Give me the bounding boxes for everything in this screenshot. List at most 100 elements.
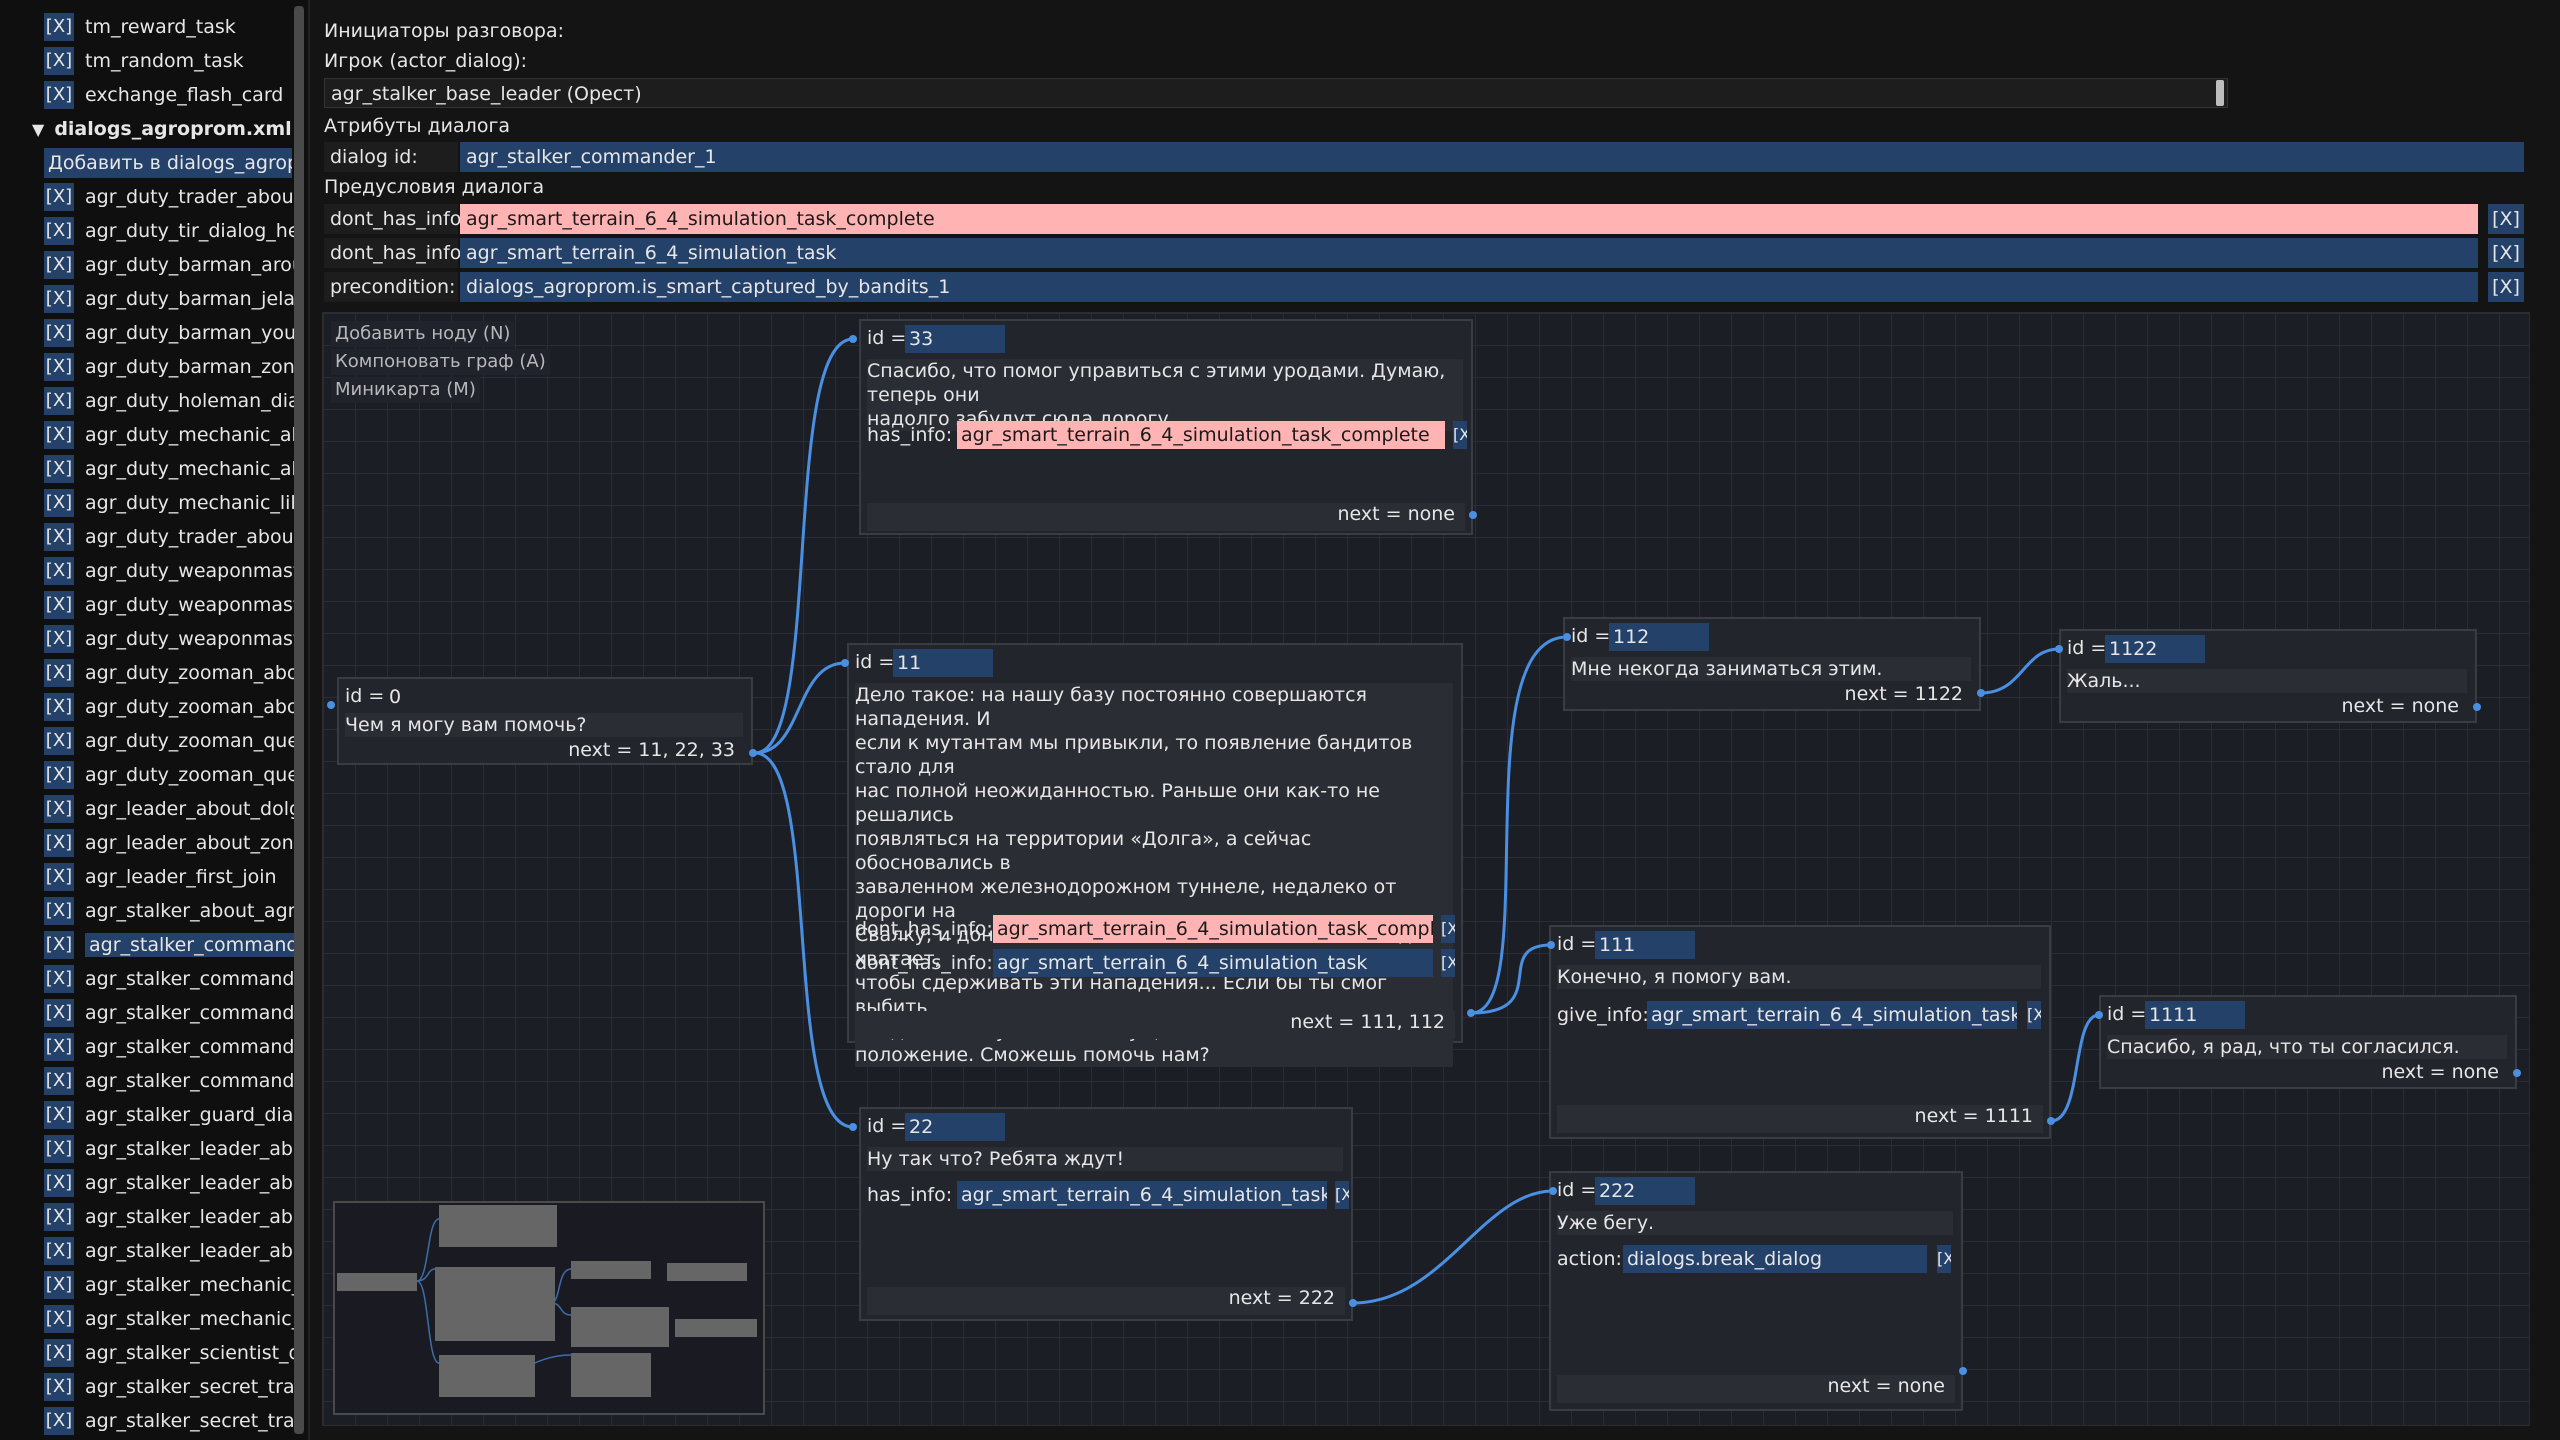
node-111-output-port[interactable] [2047,1117,2055,1125]
remove-item-button[interactable]: [X] [44,727,74,755]
node-222-input-port[interactable] [1549,1187,1557,1195]
tree-item[interactable]: [X]agr_duty_barman_around [44,250,294,280]
collapse-arrow-icon[interactable]: ▼ [32,119,45,139]
remove-item-button[interactable]: [X] [44,1033,74,1061]
tree-item[interactable]: [X]agr_duty_zooman_about [44,658,294,688]
remove-item-button[interactable]: [X] [44,47,74,75]
remove-item-button[interactable]: [X] [44,1271,74,1299]
tree-item[interactable]: [X]agr_duty_barman_zone [44,352,294,382]
remove-item-button[interactable]: [X] [44,183,74,211]
remove-item-button[interactable]: [X] [44,1305,74,1333]
node-id-input[interactable]: 1122 [2105,635,2205,663]
tree-item[interactable]: [X]agr_duty_trader_about_f [44,522,294,552]
node-id-input[interactable]: 111 [1595,931,1695,959]
remove-item-button[interactable]: [X] [44,557,74,585]
remove-item-button[interactable]: [X] [44,1237,74,1265]
tree-item[interactable]: [X]tm_reward_task [44,12,294,42]
node-id-input[interactable]: 11 [893,649,993,677]
remove-item-button[interactable]: [X] [44,693,74,721]
tree-item[interactable]: [X]agr_leader_about_dolg [44,794,294,824]
tree-item[interactable]: [X]agr_duty_zooman_quest [44,726,294,756]
node-id-input[interactable]: 1111 [2145,1001,2245,1029]
tree-item[interactable]: [X]agr_stalker_leader_abou [44,1134,294,1164]
tree-file-node[interactable]: ▼dialogs_agroprom.xml [32,114,294,144]
tree-item[interactable]: [X]agr_stalker_commander_ [44,998,294,1028]
tree-item[interactable]: [X]agr_duty_trader_about_cordon [44,182,294,212]
dialog-node-112[interactable]: id = 112 Мне некогда заниматься этим. ne… [1563,617,1981,711]
tree-item[interactable]: [X]agr_leader_first_join [44,862,294,892]
node-1111-input-port[interactable] [2095,1011,2103,1019]
node-text[interactable]: Спасибо, что помог управиться с этими ур… [867,359,1463,431]
node-id-input[interactable]: 33 [905,325,1005,353]
tree-item[interactable]: [X]agr_duty_zooman_quest [44,760,294,790]
tree-item[interactable]: [X]agr_stalker_guard_dialog [44,1100,294,1130]
dialog-node-111[interactable]: id = 111 Конечно, я помогу вам. give_inf… [1549,925,2051,1139]
tree-item[interactable]: [X]agr_stalker_mechanic_al [44,1270,294,1300]
remove-item-button[interactable]: [X] [44,931,74,959]
tree-item[interactable]: [X]agr_duty_weaponmaster [44,556,294,586]
remove-item-button[interactable]: [X] [44,421,74,449]
node-action-value[interactable]: agr_smart_terrain_6_4_simulation_task [1647,1001,2017,1029]
tree-item[interactable]: [X]agr_stalker_leader_abou [44,1168,294,1198]
condition-value-2[interactable]: agr_smart_terrain_6_4_simulation_task [460,238,2478,268]
remove-item-button[interactable]: [X] [44,353,74,381]
remove-item-button[interactable]: [X] [44,863,74,891]
node-22-input-port[interactable] [849,1123,857,1131]
remove-item-button[interactable]: [X] [44,591,74,619]
remove-item-button[interactable]: [X] [44,897,74,925]
node-condition-remove-button[interactable]: [X] [1335,1181,1349,1209]
node-condition-value[interactable]: agr_smart_terrain_6_4_simulation_task_co… [957,421,1445,449]
node-111-input-port[interactable] [1547,941,1555,949]
tree-item[interactable]: [X]agr_stalker_commander_ [44,964,294,994]
layout-graph-button[interactable]: Компоновать граф (A) [331,349,550,375]
tree-item[interactable]: [X]agr_stalker_secret_trade [44,1372,294,1402]
dialog-node-22[interactable]: id = 22 Ну так что? Ребята ждут! has_inf… [859,1107,1353,1321]
minimap-button[interactable]: Миникарта (M) [331,377,480,403]
remove-item-button[interactable]: [X] [44,319,74,347]
dialog-node-33[interactable]: id = 33 Спасибо, что помог управиться с … [859,319,1473,535]
remove-item-button[interactable]: [X] [44,1101,74,1129]
dialog-node-1122[interactable]: id = 1122 Жаль... next = none [2059,629,2477,723]
node-text[interactable]: Уже бегу. [1557,1211,1953,1235]
tree-item[interactable]: [X]agr_stalker_leader_abou [44,1202,294,1232]
remove-item-button[interactable]: [X] [44,1373,74,1401]
tree-item[interactable]: [X]agr_duty_barman_you [44,318,294,348]
node-condition-value[interactable]: agr_smart_terrain_6_4_simulation_task [957,1181,1327,1209]
tree-item[interactable]: [X]agr_duty_weaponmaster [44,624,294,654]
node-action-value[interactable]: dialogs.break_dialog [1623,1245,1927,1273]
remove-item-button[interactable]: [X] [44,13,74,41]
node-112-output-port[interactable] [1977,689,1985,697]
condition-value-3[interactable]: dialogs_agroprom.is_smart_captured_by_ba… [460,272,2478,302]
tree-item[interactable]: [X]agr_stalker_leader_abou [44,1236,294,1266]
player-select[interactable]: agr_stalker_base_leader (Орест) [324,78,2228,108]
node-text[interactable]: Спасибо, я рад, что ты согласился. [2107,1035,2507,1059]
node-text[interactable]: Жаль... [2067,669,2467,693]
tree-item[interactable]: [X]agr_duty_tir_dialog_hello [44,216,294,246]
tree-item[interactable]: [X]agr_stalker_commander_ [44,1032,294,1062]
node-condition-value-2[interactable]: agr_smart_terrain_6_4_simulation_task [993,949,1433,977]
node-22-output-port[interactable] [1349,1299,1357,1307]
node-text[interactable]: Дело такое: на нашу базу постоянно совер… [855,683,1453,1067]
tree-item[interactable]: [X]agr_duty_weaponmaster [44,590,294,620]
dialog-node-1111[interactable]: id = 1111 Спасибо, я рад, что ты согласи… [2099,995,2517,1089]
node-text[interactable]: Конечно, я помогу вам. [1557,965,2041,989]
remove-condition-1-button[interactable]: [X] [2488,204,2524,234]
node-text[interactable]: Чем я могу вам помочь? [345,713,743,737]
node-action-remove-button[interactable]: [X] [2027,1001,2041,1029]
node-action-remove-button[interactable]: [X] [1937,1245,1951,1273]
remove-condition-2-button[interactable]: [X] [2488,238,2524,268]
tree-item[interactable]: [X]agr_duty_mechanic_like [44,488,294,518]
add-dialog-button[interactable]: Добавить в dialogs_agroprom.xml [44,148,292,178]
node-id-input[interactable]: 22 [905,1113,1005,1141]
node-id-input[interactable]: 112 [1609,623,1709,651]
node-11-output-port[interactable] [1467,1009,1475,1017]
node-condition-1-remove-button[interactable]: [X] [1441,915,1455,943]
node-1111-output-port[interactable] [2513,1069,2521,1077]
tree-item[interactable]: [X]agr_duty_mechanic_about [44,454,294,484]
tree-item[interactable]: [X]tm_random_task [44,46,294,76]
remove-condition-3-button[interactable]: [X] [2488,272,2524,302]
node-condition-2-remove-button[interactable]: [X] [1441,949,1455,977]
node-condition-remove-button[interactable]: [X] [1453,421,1467,449]
remove-item-button[interactable]: [X] [44,285,74,313]
remove-item-button[interactable]: [X] [44,523,74,551]
